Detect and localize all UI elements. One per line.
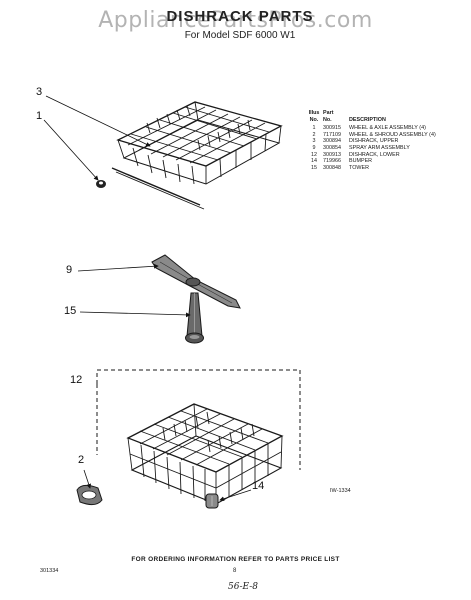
header-illus-line2: No. <box>309 116 319 123</box>
header-part-no: Part No. <box>323 110 349 125</box>
parts-table-header: Illus No. Part No. DESCRIPTION <box>307 110 467 125</box>
row-illus: 12 <box>311 151 317 158</box>
header-part-line1: Part <box>323 110 334 116</box>
row-part: 300915 <box>323 125 341 132</box>
header-description: DESCRIPTION <box>349 116 386 123</box>
callout-2: 2 <box>78 454 85 466</box>
row-desc: DISHRACK, LOWER <box>349 151 400 158</box>
row-illus: 1 <box>312 125 316 132</box>
illustration-code: IW-1334 <box>330 488 351 494</box>
header-illus-line1: Illus <box>308 110 320 116</box>
callout-1: 1 <box>36 110 43 122</box>
ordering-info-note: FOR ORDERING INFORMATION REFER TO PARTS … <box>131 556 340 563</box>
row-illus: 15 <box>311 164 317 171</box>
row-part: 300848 <box>323 164 341 171</box>
row-desc: WHEEL & AXLE ASSEMBLY (4) <box>349 125 426 132</box>
row-illus: 2 <box>312 131 316 138</box>
page-number: 8 <box>233 568 237 574</box>
callout-12: 12 <box>70 374 83 386</box>
table-row: 3 300894 DISHRACK, UPPER <box>307 138 467 145</box>
spray-arm <box>151 254 241 309</box>
leader-lines <box>43 95 252 502</box>
row-part: 717109 <box>323 131 341 138</box>
header-part-line2: No. <box>323 116 332 123</box>
handwritten-note: 56-E-8 <box>228 582 258 592</box>
row-part: 300854 <box>323 144 341 151</box>
table-row: 12 300913 DISHRACK, LOWER <box>307 152 467 159</box>
callout-3: 3 <box>36 86 43 98</box>
table-row: 9 300854 SPRAY ARM ASSEMBLY <box>307 145 467 152</box>
row-desc: DISHRACK, UPPER <box>349 138 399 145</box>
table-row: 2 717109 WHEEL & SHROUD ASSEMBLY (4) <box>307 132 467 139</box>
row-part: 719966 <box>323 158 341 165</box>
model-subtitle: For Model SDF 6000 W1 <box>184 30 296 41</box>
parts-table: Illus No. Part No. DESCRIPTION 1 300915 … <box>307 110 467 171</box>
row-desc: TOWER <box>349 164 369 171</box>
lower-rack-bracket <box>96 369 301 470</box>
watermark: AppliancePartsPros.com <box>98 8 373 33</box>
page-title: DISHRACK PARTS <box>166 8 314 25</box>
wheel-axle-part <box>96 180 106 188</box>
row-part: 300913 <box>323 151 341 158</box>
row-part: 300894 <box>323 138 341 145</box>
upper-dishrack <box>111 101 283 210</box>
row-desc: SPRAY ARM ASSEMBLY <box>349 144 410 151</box>
row-desc: BUMPER <box>349 158 373 165</box>
row-desc: WHEEL & SHROUD ASSEMBLY (4) <box>349 131 436 138</box>
row-illus: 14 <box>311 158 317 165</box>
row-illus: 9 <box>312 144 316 151</box>
table-row: 1 300915 WHEEL & AXLE ASSEMBLY (4) <box>307 125 467 132</box>
callout-15: 15 <box>64 305 77 317</box>
table-row: 15 300848 TOWER <box>307 165 467 172</box>
document-code: 301334 <box>40 568 59 574</box>
callout-9: 9 <box>66 264 73 276</box>
lower-dishrack <box>126 403 284 505</box>
table-row: 14 719966 BUMPER <box>307 158 467 165</box>
wheel-shroud-part <box>76 484 103 506</box>
bumper-part <box>205 493 219 509</box>
header-illus-no: Illus No. <box>307 110 323 125</box>
tower <box>185 292 204 344</box>
callout-14: 14 <box>252 480 265 492</box>
row-illus: 3 <box>312 138 316 145</box>
